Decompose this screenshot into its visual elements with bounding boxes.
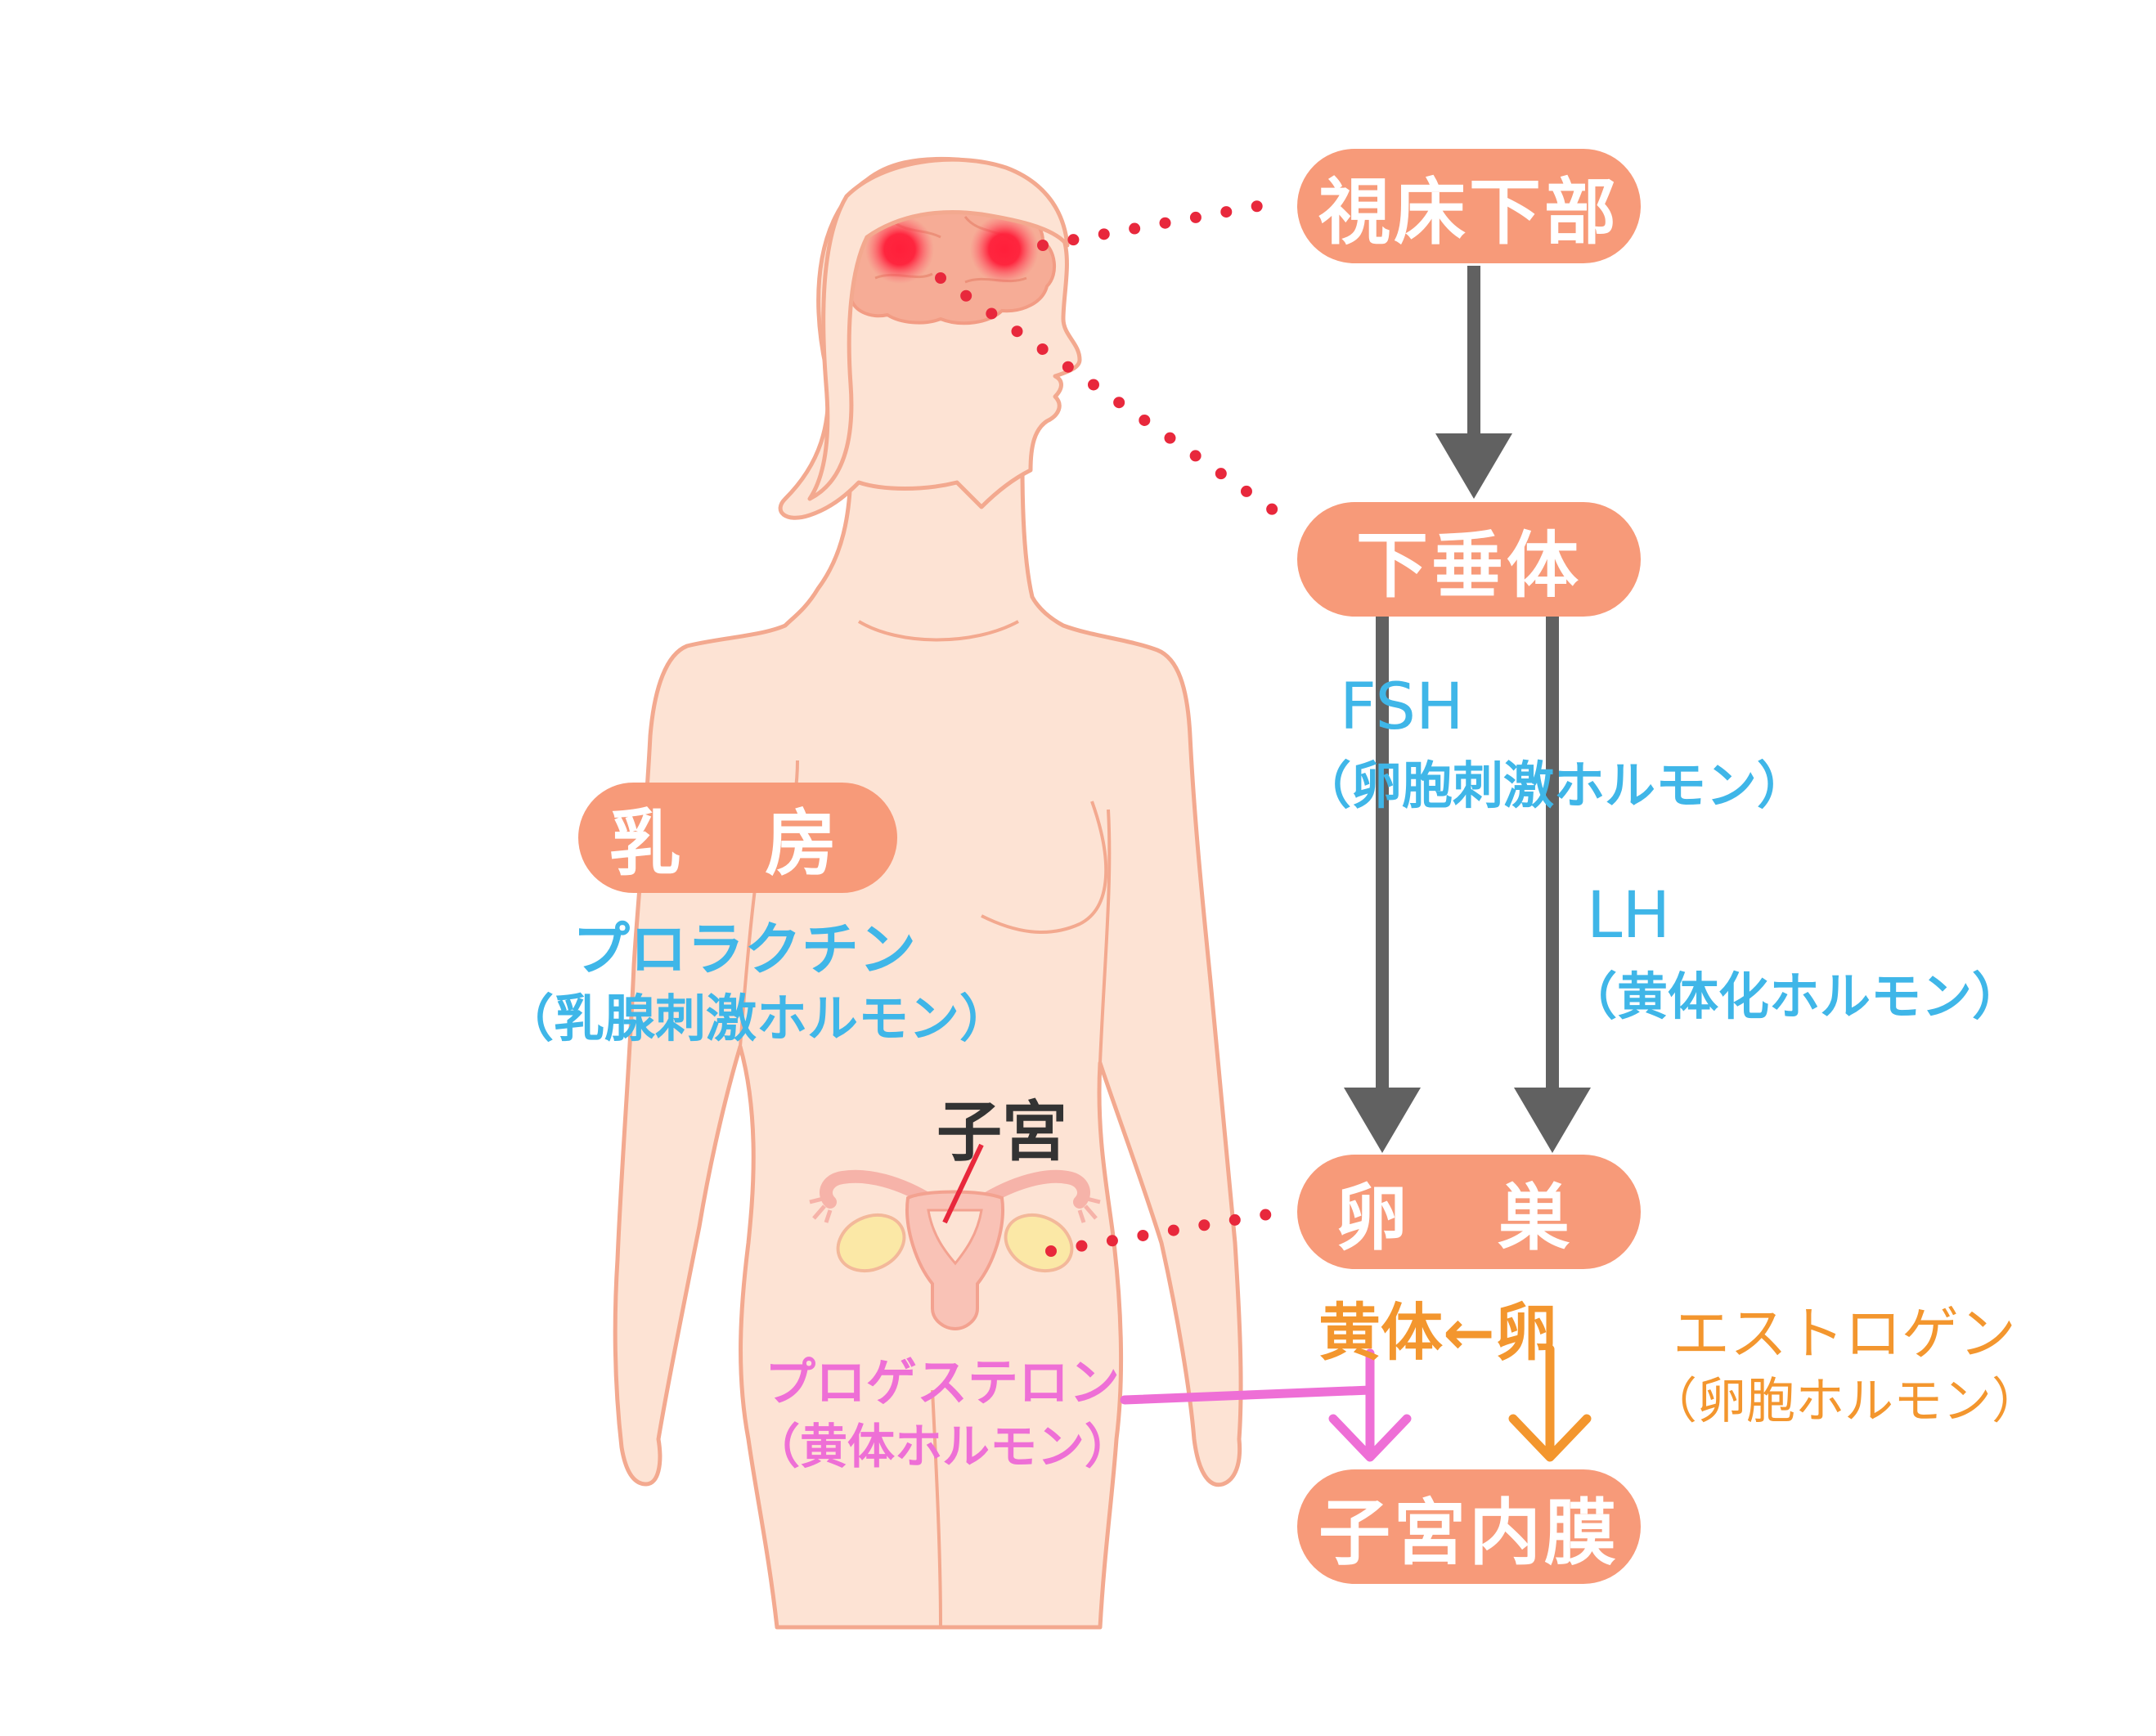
dotted-line-ovary xyxy=(1045,1204,1298,1257)
female-body-silhouette xyxy=(613,464,1243,1630)
label-corpus-egg: 黄体←卵 xyxy=(1318,1296,1557,1369)
label-lh-sub: （黄体化ホルモン） xyxy=(1566,967,2023,1026)
fimbria-left xyxy=(809,1195,833,1223)
label-estrogen: エストロゲン xyxy=(1673,1300,2016,1367)
progesterone-connector xyxy=(1120,1385,1375,1405)
uterus-cavity xyxy=(927,1209,983,1266)
dotted-line-hypothalamus xyxy=(1037,197,1282,251)
dotted-connectors xyxy=(935,197,1298,1257)
node-hypothalamus: 視床下部 xyxy=(1297,149,1641,263)
breast-outline-right xyxy=(981,801,1108,934)
estrogen-arrowhead xyxy=(1508,1414,1592,1462)
fallopian-tube-right xyxy=(975,1169,1090,1209)
reproductive-organs xyxy=(809,1169,1101,1331)
label-prolactin: プロラクチン xyxy=(573,916,916,983)
label-estrogen-sub: （卵胞ホルモン） xyxy=(1648,1373,2041,1430)
arrowhead-fsh xyxy=(1344,1088,1421,1153)
fimbria-right xyxy=(1077,1195,1101,1223)
arrowhead-lh xyxy=(1514,1088,1591,1153)
progesterone-arrow xyxy=(1120,1348,1412,1462)
progesterone-arrowhead xyxy=(1328,1414,1412,1462)
node-ovary: 卵 巣 xyxy=(1297,1155,1641,1269)
gray-arrows xyxy=(1344,266,1591,1153)
collarbone-line xyxy=(857,620,1019,642)
dotted-line-pituitary xyxy=(935,272,1298,529)
ovary-left xyxy=(836,1213,906,1273)
label-lh: LH xyxy=(1587,879,1671,953)
hair xyxy=(807,157,1070,501)
estrogen-arrow xyxy=(1508,1344,1592,1462)
label-progesterone-sub: （黄体ホルモン） xyxy=(752,1419,1133,1474)
arrowhead-hypothalamus-pituitary xyxy=(1435,433,1512,499)
label-prolactin-sub: （乳腺刺激ホルモン） xyxy=(503,989,1011,1048)
hypothalamus-dot-right xyxy=(970,215,1039,284)
label-fsh-sub: （卵胞刺激ホルモン） xyxy=(1300,756,1808,815)
node-breast: 乳 房 xyxy=(578,783,897,893)
fallopian-tube-left xyxy=(820,1169,939,1209)
uterus-pointer-line xyxy=(942,1143,984,1224)
ovary-right xyxy=(1004,1213,1074,1273)
label-uterus: 子宮 xyxy=(937,1094,1067,1170)
node-pituitary: 下垂体 xyxy=(1297,502,1641,617)
label-progesterone: プロゲステロン xyxy=(765,1352,1121,1412)
node-endometrium: 子宮内膜 xyxy=(1297,1469,1641,1584)
arm-line-right xyxy=(1098,809,1112,1064)
label-fsh: FSH xyxy=(1340,671,1464,744)
leg-gap-line xyxy=(931,1389,942,1628)
hypothalamus-dot-left xyxy=(865,215,934,284)
